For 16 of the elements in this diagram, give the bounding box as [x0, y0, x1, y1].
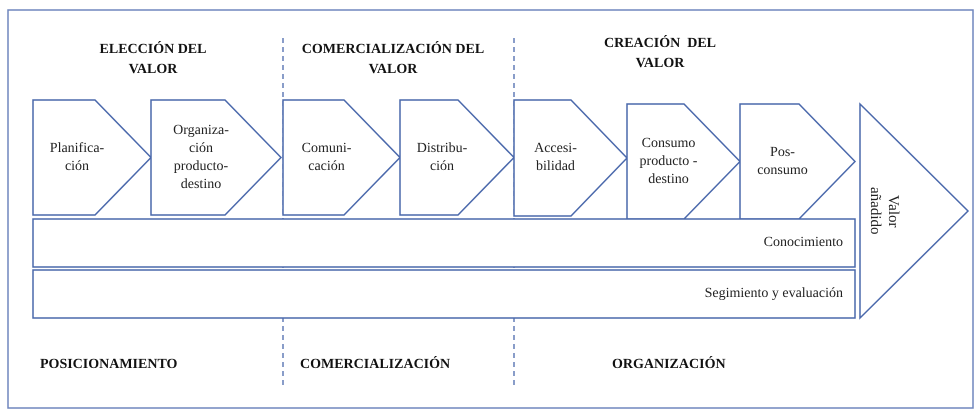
node-text: Segimiento y evaluación — [704, 285, 843, 303]
node-text: Pos- consumo — [756, 144, 809, 180]
node-text: Distribu- ción — [416, 140, 468, 176]
node-text: Conocimiento — [764, 234, 843, 252]
section-footer: POSICIONAMIENTO — [40, 355, 240, 375]
node-text: Accesi- bilidad — [533, 140, 578, 176]
node-text: Valor añadido — [866, 186, 902, 237]
node-text: Consumo producto - destino — [638, 134, 698, 188]
node-text: Organiza- ción producto- destino — [172, 122, 230, 194]
section-footer: ORGANIZACIÓN — [612, 355, 812, 375]
section-heading: COMERCIALIZACIÓN DEL VALOR — [300, 40, 486, 79]
node-text: Planifica- ción — [48, 140, 106, 176]
section-heading: ELECCIÓN DEL VALOR — [98, 40, 208, 79]
node-text: Comuni- cación — [300, 140, 352, 176]
section-footer: COMERCIALIZACIÓN — [300, 355, 520, 375]
section-heading: CREACIÓN DEL VALOR — [602, 34, 717, 73]
